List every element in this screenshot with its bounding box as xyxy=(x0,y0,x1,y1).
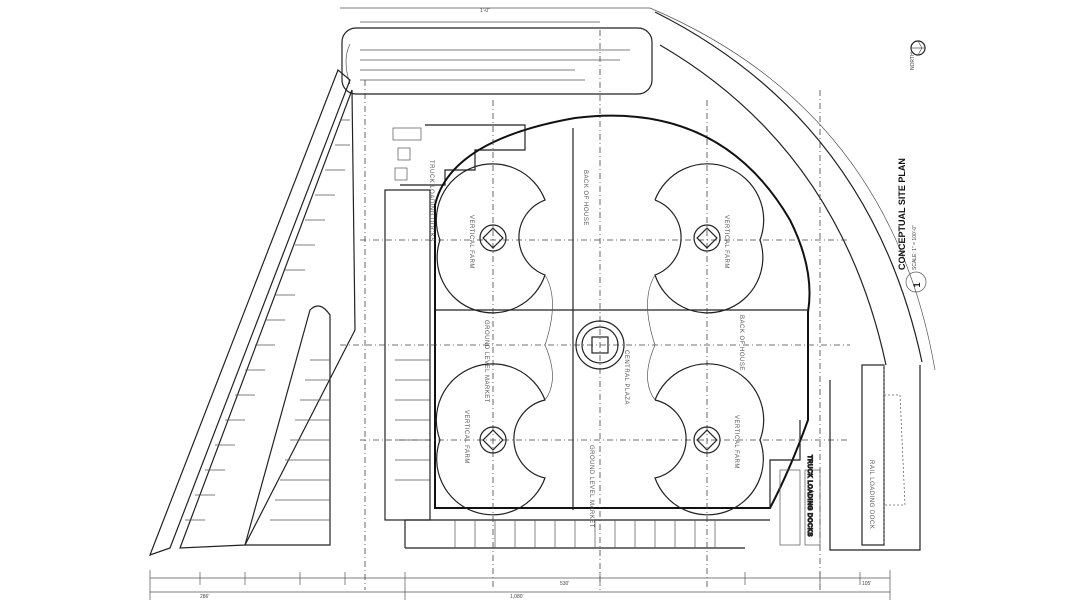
back-of-house-label: BACK OF HOUSE xyxy=(582,170,588,226)
truck-docks-nw-label: TRUCK LOADING DOCKS xyxy=(428,160,434,242)
east-boundary xyxy=(829,365,921,551)
west-zone-label: GROUND LEVEL MARKET xyxy=(483,320,489,403)
drawing-number: 1 xyxy=(912,282,922,287)
east-zone-label: BACK OF HOUSE xyxy=(738,315,744,371)
truck-docks-se: TRUCK LOADING DOCKS xyxy=(769,420,821,546)
queue-lanes xyxy=(345,43,630,85)
service-bays xyxy=(395,359,430,481)
farm-se-label: VERTICAL FARM xyxy=(733,415,739,469)
quadrant-dividers xyxy=(435,128,808,510)
truck-docks-nw: TRUCK LOADING DOCKS xyxy=(392,124,526,242)
north-arrow-icon: NORTH xyxy=(910,40,926,70)
drawing-title: CONCEPTUAL SITE PLAN xyxy=(897,158,907,270)
grid-lines xyxy=(340,30,850,590)
drawing-number-bubble xyxy=(905,271,927,293)
rail-dock-label: RAIL LOADING DOCK xyxy=(868,460,874,529)
south-zone-label: GROUND LEVEL MARKET xyxy=(588,445,594,528)
site-boundary-inner-arc xyxy=(659,44,887,366)
parking-strip-inner xyxy=(179,89,356,549)
site-arc-dim xyxy=(649,7,936,371)
farm-sw-label: VERTICAL FARM xyxy=(463,410,469,464)
parking-strip-west xyxy=(148,69,351,556)
title-block: 1 CONCEPTUAL SITE PLAN SCALE: 1" = 100'-… xyxy=(897,158,927,293)
parking-strip-middle xyxy=(244,305,331,546)
dim-bottom-right: 105' xyxy=(862,581,871,587)
dimension-lines xyxy=(149,7,891,600)
building-footprint xyxy=(434,114,811,509)
farm-nw-label: VERTICAL FARM xyxy=(468,215,474,269)
site-boundary-outer-arc xyxy=(654,11,923,363)
dim-top-overall: 1'-0" xyxy=(480,8,490,14)
center-label: CENTRAL PLAZA xyxy=(623,350,629,405)
north-label: NORTH xyxy=(910,52,916,70)
parking-stalls xyxy=(185,119,350,521)
service-corridor xyxy=(384,189,431,521)
vertical-farm-lobes xyxy=(435,163,765,516)
drawing-scale: SCALE: 1" = 100'-0" xyxy=(912,225,918,270)
parking-stalls-middle xyxy=(270,359,330,521)
vertical-farm-cores xyxy=(479,224,721,454)
truck-docks-se-label: TRUCK LOADING DOCKS xyxy=(806,455,812,537)
bottom-bays xyxy=(454,520,716,548)
dim-bottom-overall: 1,080' xyxy=(510,594,524,600)
farm-ne-label: VERTICAL FARM xyxy=(723,215,729,269)
dim-bottom-left: 286' xyxy=(200,594,209,600)
central-core xyxy=(575,320,625,370)
dim-bottom-mid: 530' xyxy=(560,581,569,587)
top-vehicle-queue xyxy=(341,27,653,95)
rail-loading-dock: RAIL LOADING DOCK xyxy=(861,364,906,546)
